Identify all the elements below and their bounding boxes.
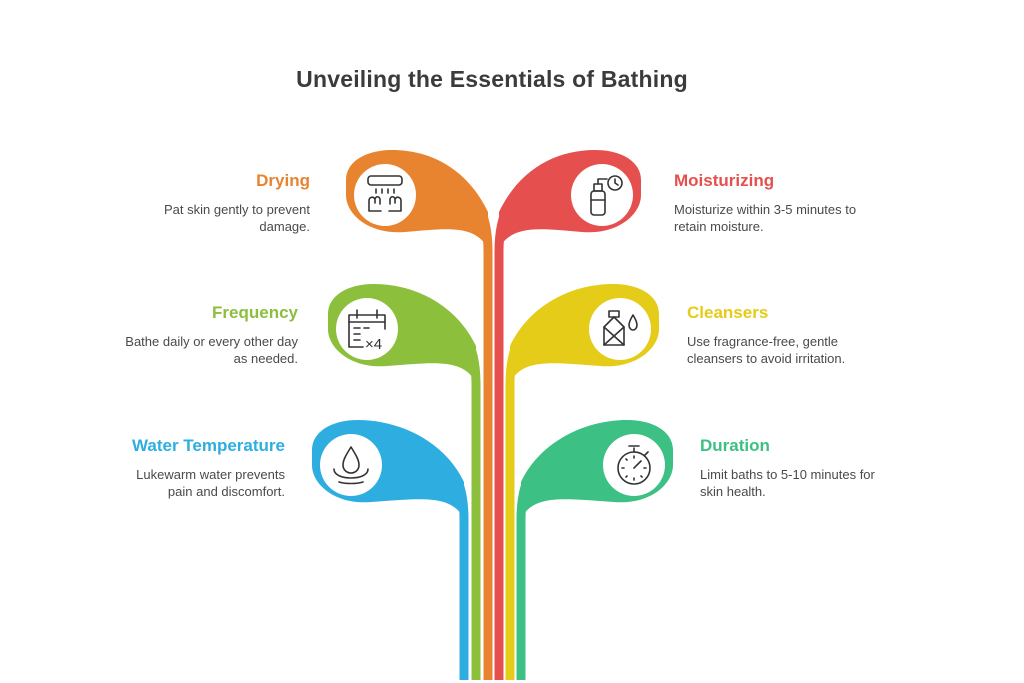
page-title: Unveiling the Essentials of Bathing xyxy=(296,66,688,92)
description-duration: Limit baths to 5-10 minutes for skin hea… xyxy=(700,467,875,499)
icon-disc-drying xyxy=(354,164,416,226)
item-cleansers: Cleansers Use fragrance-free, gentle cle… xyxy=(687,302,917,367)
description-cleansers: Use fragrance-free, gentle cleansers to … xyxy=(687,334,846,366)
hand-dryer-icon xyxy=(367,175,403,212)
heading-moisturizing: Moisturizing xyxy=(674,171,775,190)
cleanser-bottle-drop-icon xyxy=(603,310,638,346)
lotion-bottle-timer-icon xyxy=(590,175,623,216)
heading-water-temperature: Water Temperature xyxy=(131,436,285,455)
heading-duration: Duration xyxy=(700,436,770,455)
item-frequency: Frequency Bathe daily or every other day… xyxy=(68,302,298,367)
stopwatch-icon xyxy=(617,445,651,485)
heading-cleansers: Cleansers xyxy=(687,303,769,322)
description-moisturizing: Moisturize within 3-5 minutes to retain … xyxy=(674,202,857,234)
water-drop-icon xyxy=(333,446,369,485)
calendar-times-four-icon: ×4 xyxy=(348,309,386,353)
item-water-temperature: Water Temperature Lukewarm water prevent… xyxy=(55,435,285,500)
item-moisturizing: Moisturizing Moisturize within 3-5 minut… xyxy=(674,170,904,235)
icon-disc-cleansers xyxy=(589,298,651,360)
calendar-icon-text: ×4 xyxy=(365,336,382,353)
item-drying: Drying Pat skin gently to prevent damage… xyxy=(80,170,310,235)
heading-drying: Drying xyxy=(256,171,310,190)
description-drying: Pat skin gently to prevent damage. xyxy=(164,202,310,234)
description-frequency: Bathe daily or every other day as needed… xyxy=(125,334,298,366)
description-water-temperature: Lukewarm water prevents pain and discomf… xyxy=(136,467,285,499)
icon-disc-duration xyxy=(603,434,665,496)
item-duration: Duration Limit baths to 5-10 minutes for… xyxy=(700,435,930,500)
heading-frequency: Frequency xyxy=(212,303,298,322)
icon-disc-water-temperature xyxy=(320,434,382,496)
icon-disc-frequency xyxy=(336,298,398,360)
icon-disc-moisturizing xyxy=(571,164,633,226)
